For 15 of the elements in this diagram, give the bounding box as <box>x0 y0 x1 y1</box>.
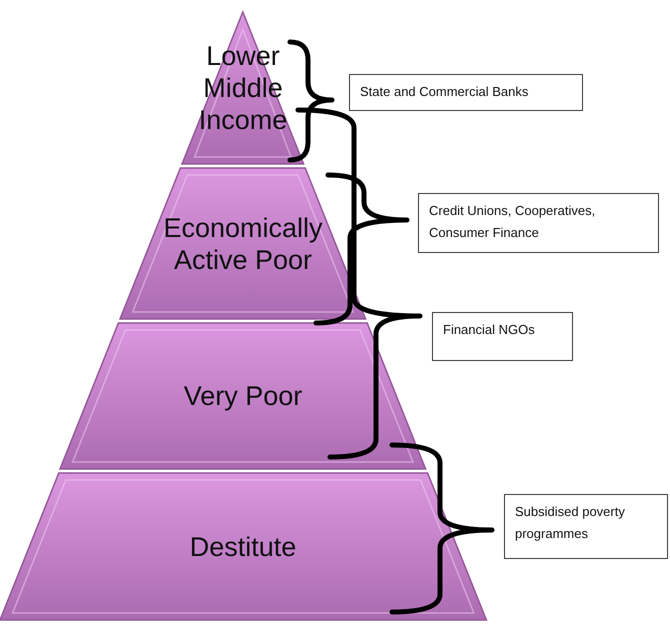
tier-label: Destitute <box>190 530 296 562</box>
pyramid-tier <box>60 323 426 469</box>
tier-label: Economically Active Poor <box>162 212 324 276</box>
pyramid-tier <box>0 473 486 620</box>
callout-text: Credit Unions, Cooperatives, Consumer Finance <box>429 202 596 242</box>
callout-text: State and Commercial Banks <box>360 83 530 101</box>
callout-box <box>504 494 668 559</box>
pyramid-tier <box>120 168 366 319</box>
tier-label: Very Poor <box>184 380 302 412</box>
callout-box <box>349 74 583 111</box>
pyramid-tier <box>182 12 304 164</box>
callout-box <box>432 312 573 361</box>
callout-text: Subsidised poverty programmes <box>515 503 626 543</box>
callout-box <box>418 193 659 253</box>
callout-text: Financial NGOs <box>443 321 536 339</box>
